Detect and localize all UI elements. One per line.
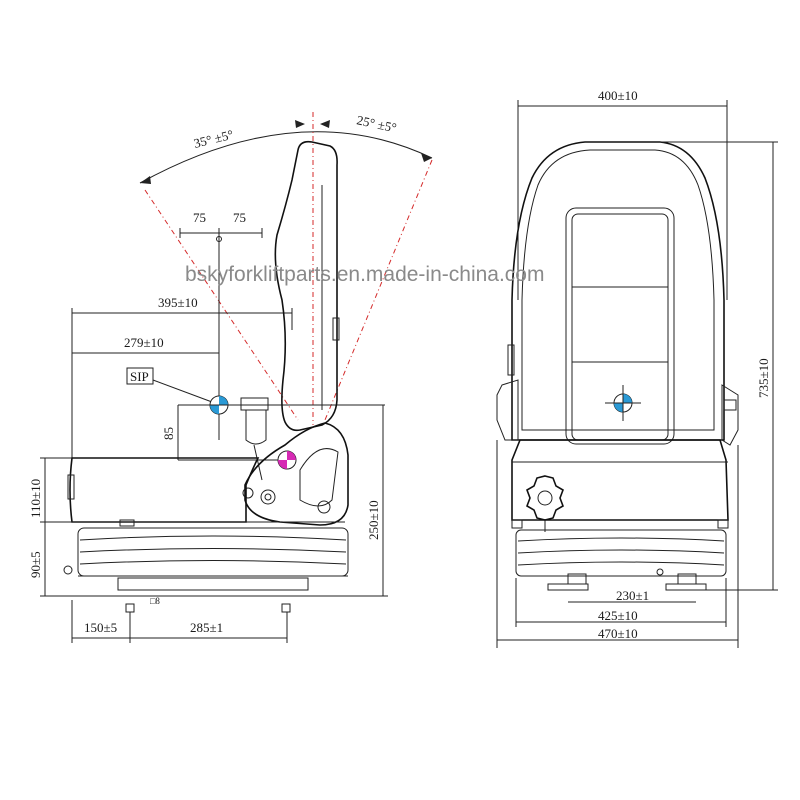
arc-arrow-mid-right [320, 120, 330, 128]
front-sip-marker-icon [605, 385, 641, 421]
lower-bolt-icon [317, 500, 331, 514]
suspension-bellows [77, 527, 349, 577]
dim-400-label: 400±10 [598, 88, 638, 103]
belt-strap-lower [253, 444, 263, 481]
mount-bolt-right-icon [281, 603, 291, 613]
right-armrest-bracket [721, 384, 739, 446]
lever-knob-icon [242, 487, 254, 499]
dim-735-label: 735±10 [756, 358, 771, 398]
side-hook-icon [63, 565, 73, 575]
pivot-bolt-inner [264, 493, 272, 501]
left-armrest-bracket [496, 379, 519, 441]
dim-small-label: □8 [150, 596, 160, 606]
dim-250-label: 250±10 [366, 500, 381, 540]
watermark-text: bskyforkliftparts.en.made-in-china.com [185, 263, 544, 286]
recline-plate [244, 422, 349, 526]
front-seat-frame [511, 439, 729, 521]
cushion-side-slot [67, 474, 75, 500]
base-plate [117, 577, 309, 591]
backrest-handle [332, 317, 340, 341]
cushion-tab [119, 519, 135, 527]
left-lever [507, 344, 515, 376]
front-hook-icon [656, 568, 664, 576]
pivot-bolt-icon [260, 489, 276, 505]
front-left-foot [547, 573, 589, 591]
dim-90-label: 90±5 [28, 551, 43, 578]
recline-line-forward [324, 159, 433, 421]
dim-75-center-dot [216, 236, 222, 242]
dim-395-label: 395±10 [158, 295, 198, 310]
recline-slot [299, 448, 339, 507]
dim-110-label: 110±10 [28, 479, 43, 518]
recline-angle-arc [139, 131, 433, 184]
belt-strap [245, 410, 267, 445]
mount-bolt-left-icon [125, 603, 135, 613]
arc-arrow-right [421, 153, 432, 162]
sip-leader [152, 379, 213, 403]
sip-marker-magenta-icon [277, 450, 297, 470]
dim-425-label: 425±10 [598, 608, 638, 623]
dim-150-label: 150±5 [84, 620, 117, 635]
right-lever-box [723, 399, 737, 411]
front-seat-right-tab [717, 519, 729, 529]
front-suspension-bellows [515, 529, 727, 577]
dim-285-label: 285±1 [190, 620, 223, 635]
front-right-foot [665, 573, 707, 591]
dim-279-label: 279±10 [124, 335, 164, 350]
backrest-outline [274, 140, 338, 432]
dim-230-label: 230±1 [616, 588, 649, 603]
belt-buckle [240, 397, 269, 411]
seat-cushion [69, 457, 260, 523]
front-backrest-inner [521, 149, 715, 431]
angle-left-label: 35° ±5° [192, 127, 235, 151]
weight-adjust-knob-icon [526, 475, 564, 532]
dim-470-label: 470±10 [598, 626, 638, 641]
arc-arrow-mid-left [295, 120, 305, 128]
recline-line-back [144, 189, 299, 421]
angle-right-label: 25° ±5° [355, 112, 398, 135]
side-view: 35° ±5° 25° ±5° 75 75 395±10 279±10 SIP [28, 112, 433, 643]
sip-label: SIP [130, 369, 149, 384]
sip-label-box [126, 367, 154, 385]
dim-85-label: 85 [161, 427, 176, 440]
arc-arrow-left [140, 176, 151, 184]
dim-75-left-label: 75 [193, 210, 206, 225]
front-view: 400±10 [496, 88, 778, 648]
dim-75-right-label: 75 [233, 210, 246, 225]
front-seat-left-tab [511, 519, 523, 529]
